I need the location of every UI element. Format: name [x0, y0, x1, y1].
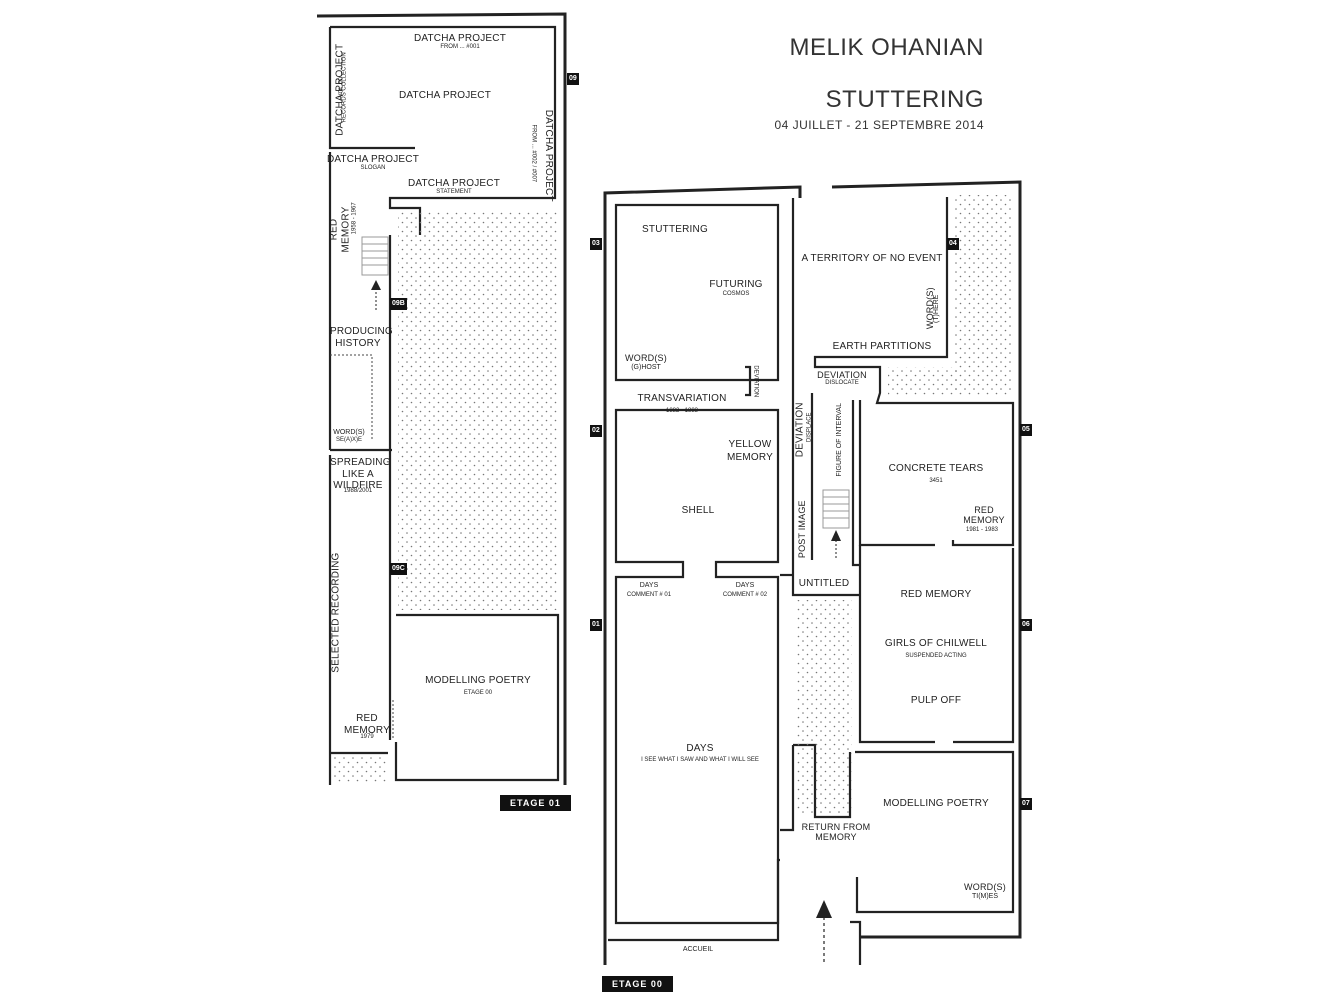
label-producing-history: PRODUCING HISTORY — [330, 326, 393, 349]
label-selected-recording: SELECTED RECORDING — [330, 552, 342, 673]
label-red-memory-upper-sub: 1958 - 1967 — [351, 202, 358, 235]
label-red-memory-1979-sub: 1979 — [360, 734, 374, 740]
label-datcha-slogan-sub: SLOGAN — [360, 165, 386, 171]
upper-dotted-area — [398, 210, 558, 610]
label-datcha-slogan: DATCHA PROJECT — [326, 154, 420, 165]
label-modelling-poetry-upper-sub: ETAGE 00 — [463, 690, 493, 696]
label-spreading-wildfire: SPREADING LIKE A WILDFIRE — [330, 457, 391, 491]
label-words-there-sub: (T)HERE — [933, 294, 941, 324]
exhibition-title: STUTTERING — [825, 86, 984, 113]
label-words-times: WORD(S) — [964, 882, 1006, 892]
label-pulp-off: PULP OFF — [910, 695, 962, 706]
label-deviation-dislocate: DEVIATION — [817, 370, 867, 380]
label-datcha-statement: DATCHA PROJECT — [407, 178, 501, 189]
ground-stairs-arrow-icon — [831, 530, 841, 558]
upper-stairs — [361, 236, 389, 276]
label-yellow-memory: YELLOW MEMORY — [726, 439, 774, 463]
room-tag-03: 03 — [590, 238, 602, 250]
ground-stairs — [822, 489, 850, 529]
label-days-comment-2-sub: COMMENT # 02 — [722, 592, 768, 598]
label-concrete-tears-sub: 3451 — [929, 478, 943, 484]
label-untitled: UNTITLED — [798, 578, 850, 589]
label-concrete-tears: CONCRETE TEARS — [888, 463, 984, 474]
label-datcha-statement-sub: STATEMENT — [436, 189, 472, 195]
room-tag-06: 06 — [1020, 619, 1032, 631]
ground-floor-walls — [603, 180, 1022, 965]
upper-dotted-area-small — [332, 756, 387, 784]
label-days-comment-2: DAYS — [735, 582, 755, 589]
label-futuring: FUTURING — [709, 279, 763, 290]
room-tag-09b: 09B — [390, 298, 407, 310]
label-red-memory-upper: RED MEMORY — [328, 206, 352, 253]
label-red-memory-1981: RED MEMORY — [963, 505, 1005, 526]
label-transvariation: TRANSVARIATION — [637, 393, 727, 404]
ground-dotted-area-right — [955, 195, 1013, 395]
label-deviation-displace: DEVIATION — [794, 402, 806, 458]
upper-dotted-divider — [330, 354, 373, 440]
label-girls-of-chilwell-sub: SUSPENDED ACTING — [905, 653, 967, 659]
room-tag-02: 02 — [590, 425, 602, 437]
label-return-from-memory: RETURN FROM MEMORY — [801, 822, 871, 843]
label-red-memory-ground: RED MEMORY — [900, 589, 972, 600]
label-days-comment-1-sub: COMMENT # 01 — [626, 592, 672, 598]
label-words-ghost: WORD(S) — [625, 353, 667, 363]
label-territory-no-event: A TERRITORY OF NO EVENT — [801, 253, 943, 264]
floor-label-etage-00: ETAGE 00 — [602, 976, 673, 992]
upper-arrow-icon — [371, 280, 381, 310]
room-tag-09: 09 — [567, 73, 579, 85]
label-shell: SHELL — [681, 505, 715, 516]
upper-floor-walls — [316, 12, 567, 785]
room-tag-04: 04 — [947, 238, 959, 250]
label-days: DAYS — [686, 743, 714, 754]
room-tag-09c: 09C — [390, 563, 407, 575]
label-deviation-displace-sub: DISPLACE — [806, 412, 813, 443]
label-days-comment-1: DAYS — [639, 582, 659, 589]
label-words-seaxe: WORD(S) — [333, 429, 365, 436]
room-tag-07: 07 — [1020, 798, 1032, 810]
label-datcha-left-sub2: VOL.00 — [338, 77, 345, 98]
label-deviation-small: DEVIATION — [752, 365, 759, 398]
label-futuring-sub: COSMOS — [722, 291, 750, 297]
label-modelling-poetry-ground: MODELLING POETRY — [883, 798, 989, 809]
ground-dotted-area-corridor — [797, 600, 852, 815]
label-modelling-poetry-upper: MODELLING POETRY — [425, 675, 531, 686]
label-datcha-right: DATCHA PROJECT — [542, 109, 554, 202]
floor-label-etage-01: ETAGE 01 — [500, 795, 571, 811]
artist-name: MELIK OHANIAN — [789, 34, 984, 61]
label-deviation-dislocate-sub: DISLOCATE — [825, 380, 859, 386]
room-tag-01: 01 — [590, 619, 602, 631]
label-red-memory-1981-sub: 1981 - 1983 — [965, 527, 999, 533]
label-datcha-top-sub: FROM ... #001 — [440, 44, 480, 50]
room-tag-05: 05 — [1020, 424, 1032, 436]
label-spreading-wildfire-sub: 1988/2001 — [343, 488, 373, 494]
label-post-image: POST IMAGE — [796, 500, 807, 559]
label-words-seaxe-sub: SE(A)X)E — [335, 437, 362, 443]
label-words-times-sub: TI(M)ES — [971, 893, 999, 900]
label-days-sub: I SEE WHAT I SAW AND WHAT I WILL SEE — [641, 757, 759, 763]
label-red-memory-1979: RED MEMORY — [343, 713, 391, 736]
label-accueil: ACCUEIL — [682, 946, 714, 953]
label-stuttering: STUTTERING — [642, 224, 708, 235]
label-words-ghost-sub: (G)HOST — [631, 364, 661, 371]
label-transvariation-sub: 1882 - 1883 — [665, 408, 699, 414]
entrance-arrow-icon — [816, 900, 832, 962]
label-datcha-center: DATCHA PROJECT — [398, 90, 492, 101]
label-datcha-right-sub: FROM ... #002 / #007 — [530, 124, 537, 183]
ground-dotted-area-mid — [888, 367, 958, 397]
label-earth-partitions: EARTH PARTITIONS — [832, 341, 932, 352]
label-girls-of-chilwell: GIRLS OF CHILWELL — [884, 638, 988, 649]
label-datcha-top: DATCHA PROJECT — [413, 33, 507, 44]
exhibition-dates: 04 JUILLET - 21 SEPTEMBRE 2014 — [774, 118, 984, 132]
label-figure-of-interval: FIGURE OF INTERVAL — [836, 403, 844, 477]
